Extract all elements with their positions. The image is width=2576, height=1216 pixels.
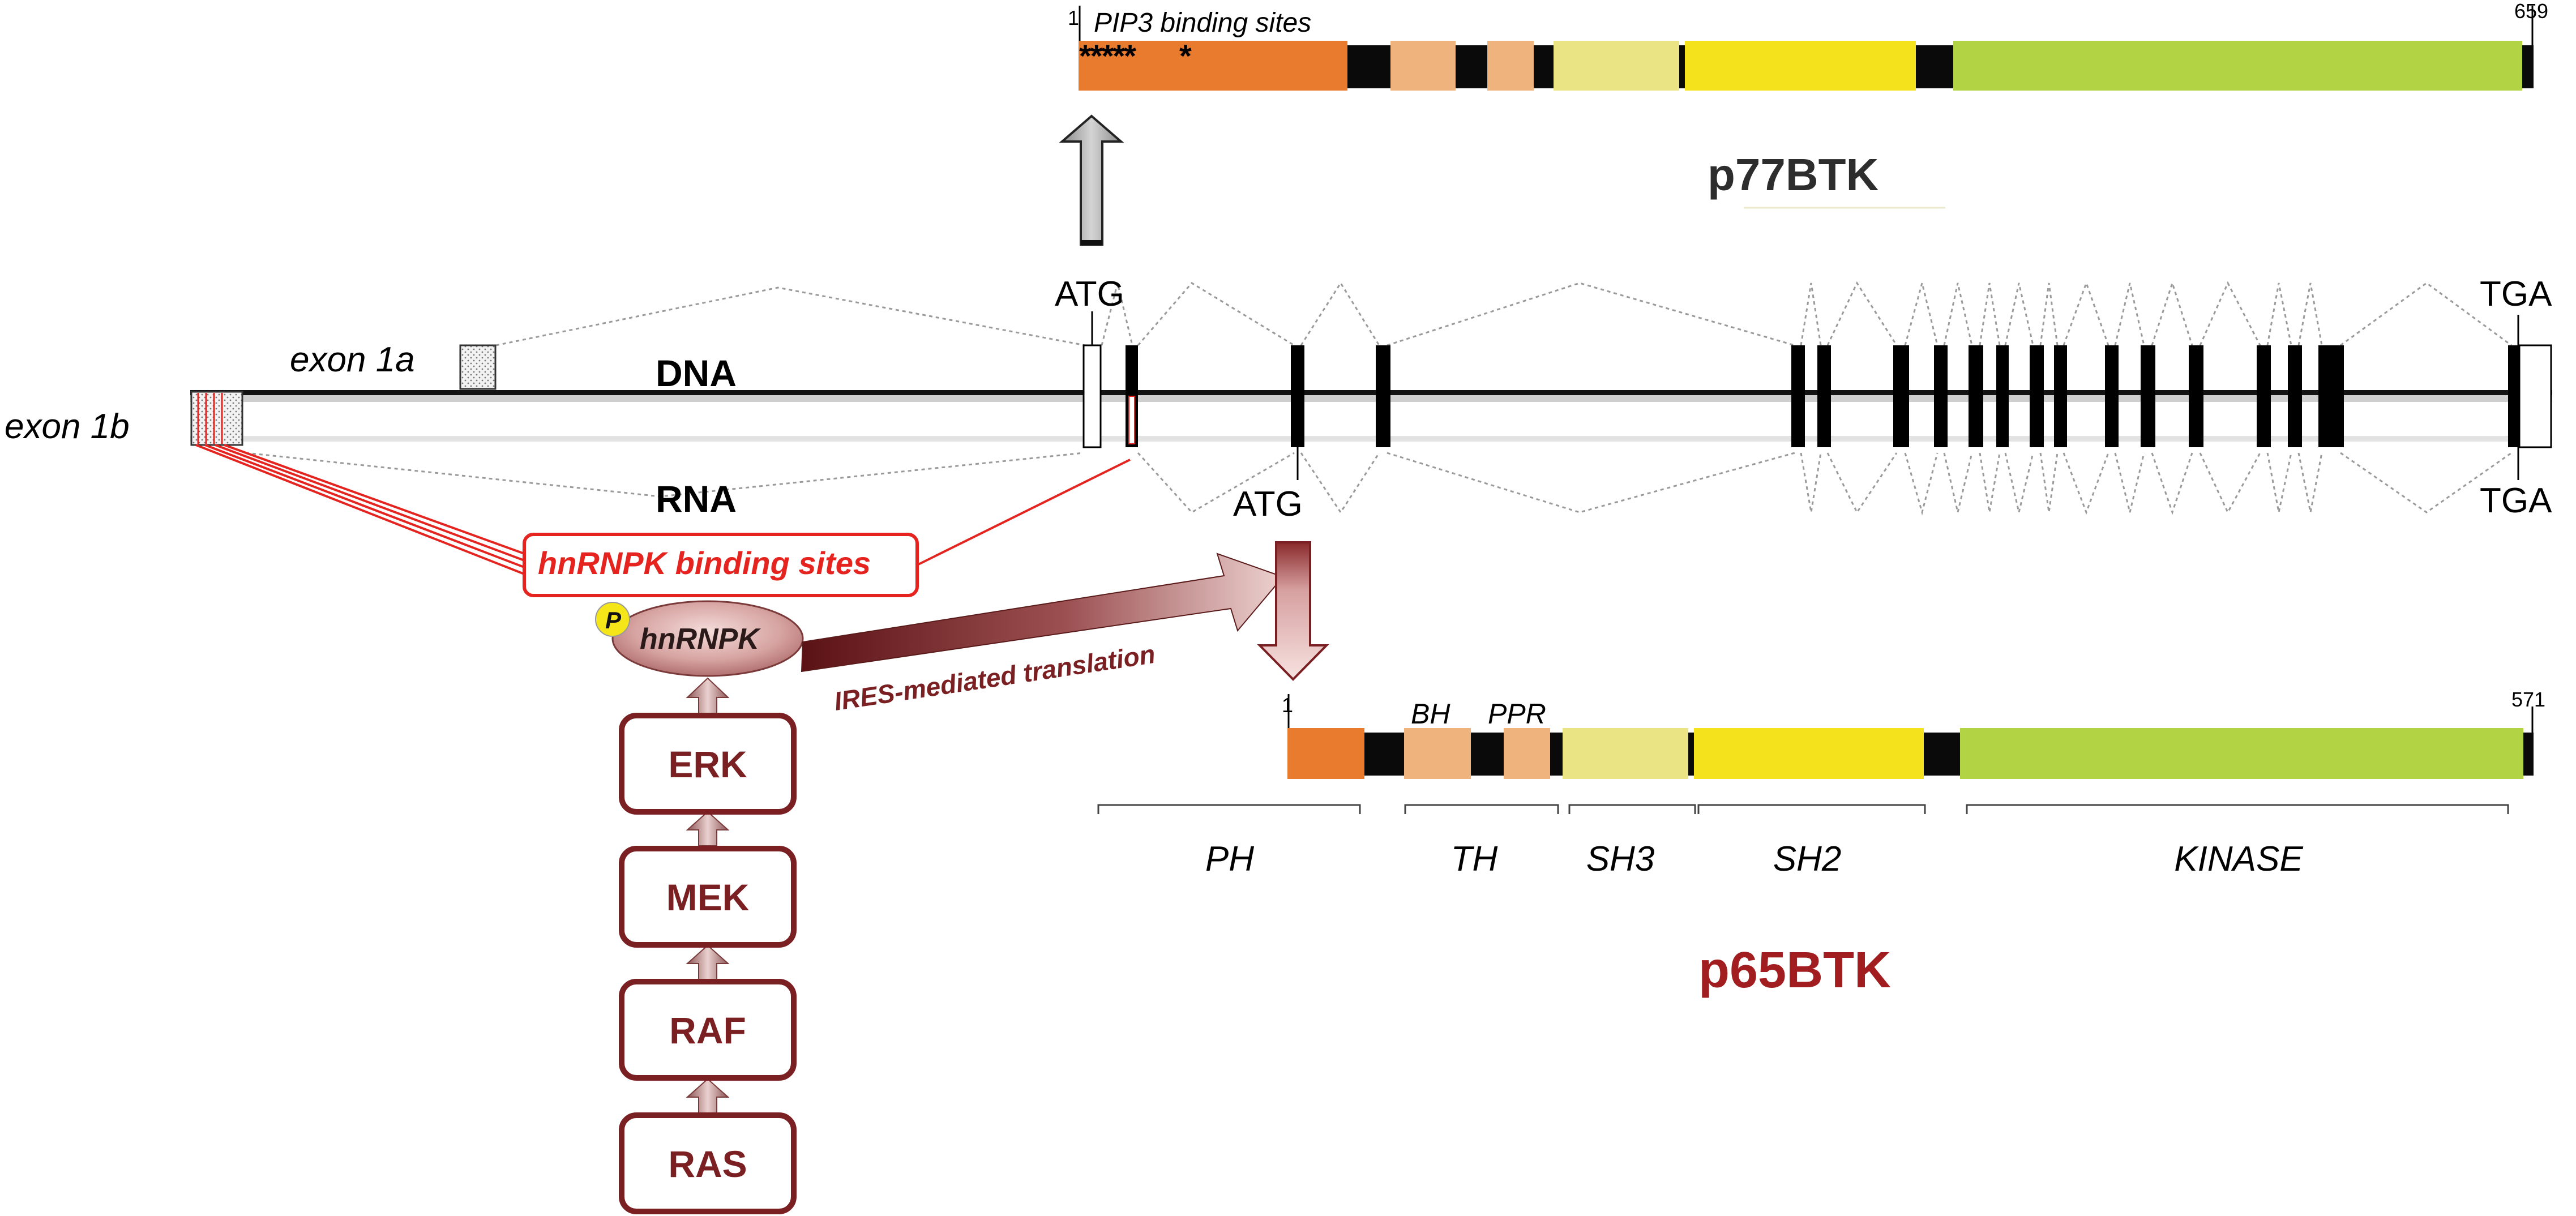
hnrnpk-binding-connectors bbox=[195, 444, 1131, 575]
p77-th-ppr-domain bbox=[1487, 41, 1534, 91]
p65-sh2-domain bbox=[1694, 728, 1924, 779]
p65btk-title: p65BTK bbox=[1698, 942, 1891, 999]
kinase-bracket bbox=[1966, 804, 2509, 814]
mek-label: MEK bbox=[666, 876, 750, 918]
ras-box bbox=[619, 1112, 797, 1214]
pip3-binding-sites-label: PIP3 binding sites bbox=[1094, 8, 1311, 38]
exon-1a-label: exon 1a bbox=[290, 340, 415, 379]
p65-linker-1 bbox=[1364, 733, 1404, 776]
p77-linker-5 bbox=[1916, 45, 1953, 88]
p65-sh3-domain bbox=[1563, 728, 1688, 779]
p65-linker-3 bbox=[1550, 733, 1563, 776]
phospho-circle bbox=[595, 602, 630, 637]
p77-linker-end bbox=[2522, 45, 2534, 88]
exon-1a bbox=[459, 344, 497, 390]
p65-linker-end bbox=[2523, 733, 2534, 776]
p65-linker-4 bbox=[1688, 733, 1694, 776]
p65-linker-2 bbox=[1471, 733, 1504, 776]
signalling-cascade: ERK MEK RAF RAS bbox=[619, 677, 797, 1214]
p65-ph-domain bbox=[1287, 728, 1364, 779]
pip3-binding-stars: ***** bbox=[1079, 38, 1136, 74]
exon-last-utr bbox=[2518, 344, 2552, 448]
p77btk-title: p77BTK bbox=[1708, 149, 1878, 200]
exon-1b-label: exon 1b bbox=[5, 407, 130, 446]
exon-1b-binding-marks bbox=[197, 393, 223, 444]
p77-sh3-domain bbox=[1554, 41, 1679, 91]
p65-linker-5 bbox=[1924, 733, 1960, 776]
hnrnpk-protein bbox=[611, 600, 804, 677]
exon-last bbox=[2508, 345, 2519, 447]
phospho-label: P bbox=[605, 607, 622, 633]
raf-to-mek-arrow bbox=[686, 944, 730, 980]
ras-to-raf-arrow bbox=[686, 1078, 730, 1114]
sh3-bracket bbox=[1568, 804, 1696, 814]
p77-linker-2 bbox=[1456, 45, 1487, 88]
p65-kinase-domain bbox=[1960, 728, 2523, 779]
p77-translation-arrow bbox=[1059, 114, 1124, 246]
dna-splice-lines bbox=[495, 280, 2512, 346]
mek-box bbox=[619, 846, 797, 948]
exon-2b-inner bbox=[1128, 396, 1135, 444]
rna-label: RNA bbox=[656, 478, 737, 520]
hnrnpk-binding-sites-label: hnRNPK binding sites bbox=[538, 545, 871, 581]
p77-linker-1 bbox=[1347, 45, 1390, 88]
p77-ph-domain bbox=[1079, 41, 1347, 91]
p77-start-number: 1 bbox=[1068, 6, 1079, 29]
raf-label: RAF bbox=[669, 1009, 746, 1051]
tga-top-label: TGA bbox=[2480, 275, 2552, 314]
p77-linker-3 bbox=[1534, 45, 1554, 88]
rna-splice-lines bbox=[245, 452, 2512, 516]
p65btk-protein-bar bbox=[1287, 694, 2534, 779]
p77-end-number: 659 bbox=[2514, 0, 2548, 23]
black-exons bbox=[1291, 345, 2344, 447]
p65-th-ppr-domain bbox=[1504, 728, 1550, 779]
sh3-domain-label: SH3 bbox=[1586, 840, 1655, 879]
dna-line bbox=[190, 390, 2552, 395]
ras-label: RAS bbox=[668, 1143, 747, 1185]
rna-line-shadow bbox=[190, 436, 2552, 442]
p77-translation-arrow-base bbox=[1081, 240, 1102, 246]
sh2-bracket bbox=[1697, 804, 1926, 814]
sh2-domain-label: SH2 bbox=[1773, 840, 1842, 879]
raf-box bbox=[619, 979, 797, 1081]
ph-domain-label: PH bbox=[1205, 840, 1254, 879]
p77-th-bh-domain bbox=[1390, 41, 1456, 91]
p77btk-protein-bar bbox=[1079, 6, 2534, 91]
erk-label: ERK bbox=[668, 743, 747, 785]
hnrnpk-label: hnRNPK bbox=[640, 623, 761, 656]
p77-linker-4 bbox=[1679, 45, 1685, 88]
p77-sh2-domain bbox=[1685, 41, 1916, 91]
pip3-binding-star-single: * bbox=[1179, 38, 1192, 74]
p77-kinase-domain bbox=[1953, 41, 2522, 91]
exon-2-atg bbox=[1082, 344, 1102, 448]
p65-start-number: 1 bbox=[1282, 693, 1293, 717]
th-domain-label: TH bbox=[1451, 840, 1498, 879]
th-bracket bbox=[1404, 804, 1559, 814]
ires-arrow bbox=[801, 553, 1284, 673]
domain-brackets bbox=[1097, 804, 2509, 814]
p65-translation-arrow bbox=[1257, 541, 1329, 681]
hnrnpk-binding-sites-box bbox=[523, 533, 919, 597]
kinase-domain-label: KINASE bbox=[2174, 840, 2303, 879]
mek-to-erk-arrow bbox=[686, 811, 730, 846]
atg-top-label: ATG bbox=[1055, 275, 1124, 314]
atg-bottom-label: ATG bbox=[1233, 485, 1303, 524]
erk-box bbox=[619, 713, 797, 815]
ph-bracket bbox=[1097, 804, 1361, 814]
tga-bottom-label: TGA bbox=[2480, 481, 2552, 520]
erk-to-hnrnpk-arrow bbox=[686, 677, 730, 714]
dna-label: DNA bbox=[656, 352, 737, 394]
p65-th-bh-domain bbox=[1404, 728, 1471, 779]
p65-end-number: 571 bbox=[2511, 688, 2545, 711]
gene-track bbox=[190, 280, 2552, 516]
ppr-label: PPR bbox=[1488, 698, 1546, 730]
exon-1b bbox=[190, 391, 243, 446]
dna-line-shadow bbox=[190, 395, 2552, 402]
bh-label: BH bbox=[1411, 698, 1450, 730]
